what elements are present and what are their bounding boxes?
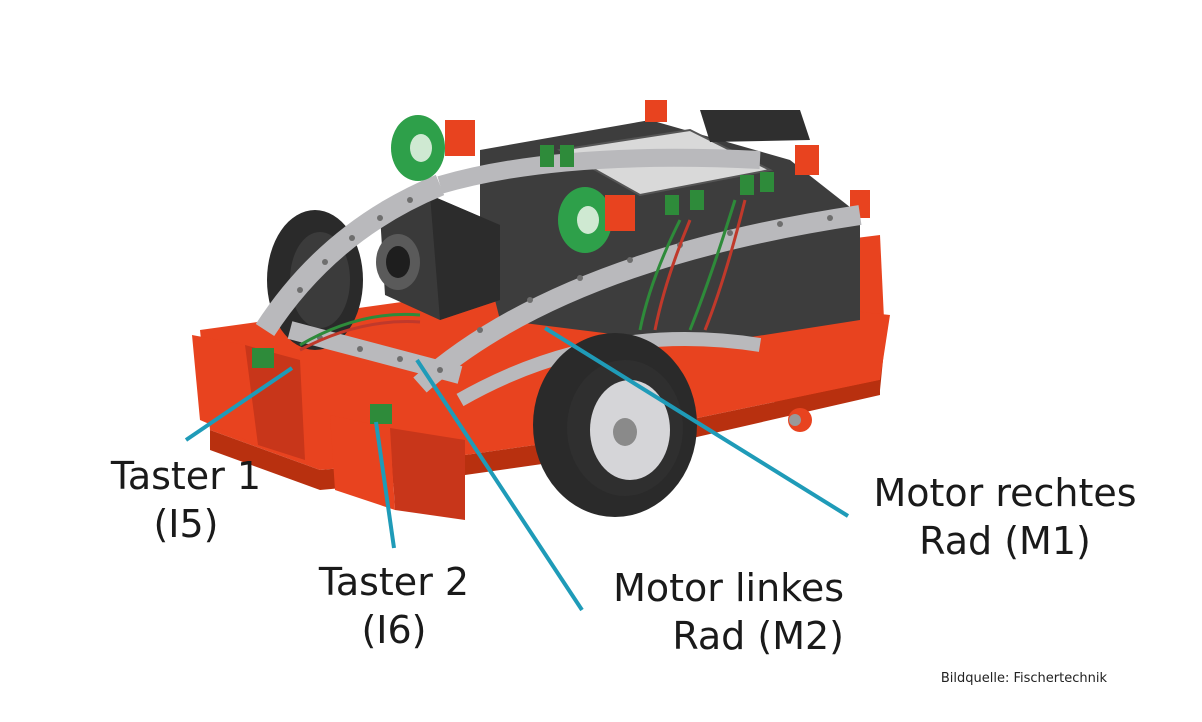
front-right-tire bbox=[533, 333, 697, 517]
label-motor-rechts: Motor rechtes Rad (M1) bbox=[860, 469, 1150, 565]
robot-illustration bbox=[192, 100, 890, 520]
camera bbox=[376, 195, 500, 320]
label-motor-links-line-1: Motor linkes bbox=[613, 566, 844, 610]
label-motor-rechts-line-1: Motor rechtes bbox=[873, 471, 1137, 515]
label-taster-1-line-1: Taster 1 bbox=[110, 454, 262, 498]
callout-line-motor-rechts bbox=[543, 326, 850, 518]
callout-line-motor-links bbox=[415, 358, 584, 612]
switch-taster-1 bbox=[252, 348, 274, 368]
bumper-left bbox=[192, 335, 305, 460]
label-taster-1: Taster 1 (I5) bbox=[100, 452, 272, 548]
label-taster-1-line-2: (I5) bbox=[153, 502, 219, 546]
label-motor-links: Motor linkes Rad (M2) bbox=[590, 564, 844, 660]
beam-right-arc bbox=[413, 205, 862, 393]
green-wheel-left bbox=[391, 115, 445, 181]
image-source-credit: Bildquelle: Fischertechnik bbox=[940, 671, 1107, 686]
callout-lines bbox=[184, 326, 850, 612]
callout-line-taster-2 bbox=[374, 421, 396, 549]
green-wheel-right bbox=[558, 187, 612, 253]
beam-top bbox=[437, 148, 761, 194]
label-taster-2: Taster 2 (I6) bbox=[306, 558, 482, 654]
switch-taster-2 bbox=[370, 404, 392, 424]
label-taster-2-line-1: Taster 2 bbox=[318, 560, 470, 604]
label-motor-links-line-2: Rad (M2) bbox=[672, 614, 844, 658]
label-motor-rechts-line-2: Rad (M1) bbox=[919, 519, 1091, 563]
callout-line-taster-1 bbox=[184, 366, 294, 442]
label-taster-2-line-2: (I6) bbox=[361, 608, 427, 652]
beam-left-arc bbox=[255, 174, 445, 336]
